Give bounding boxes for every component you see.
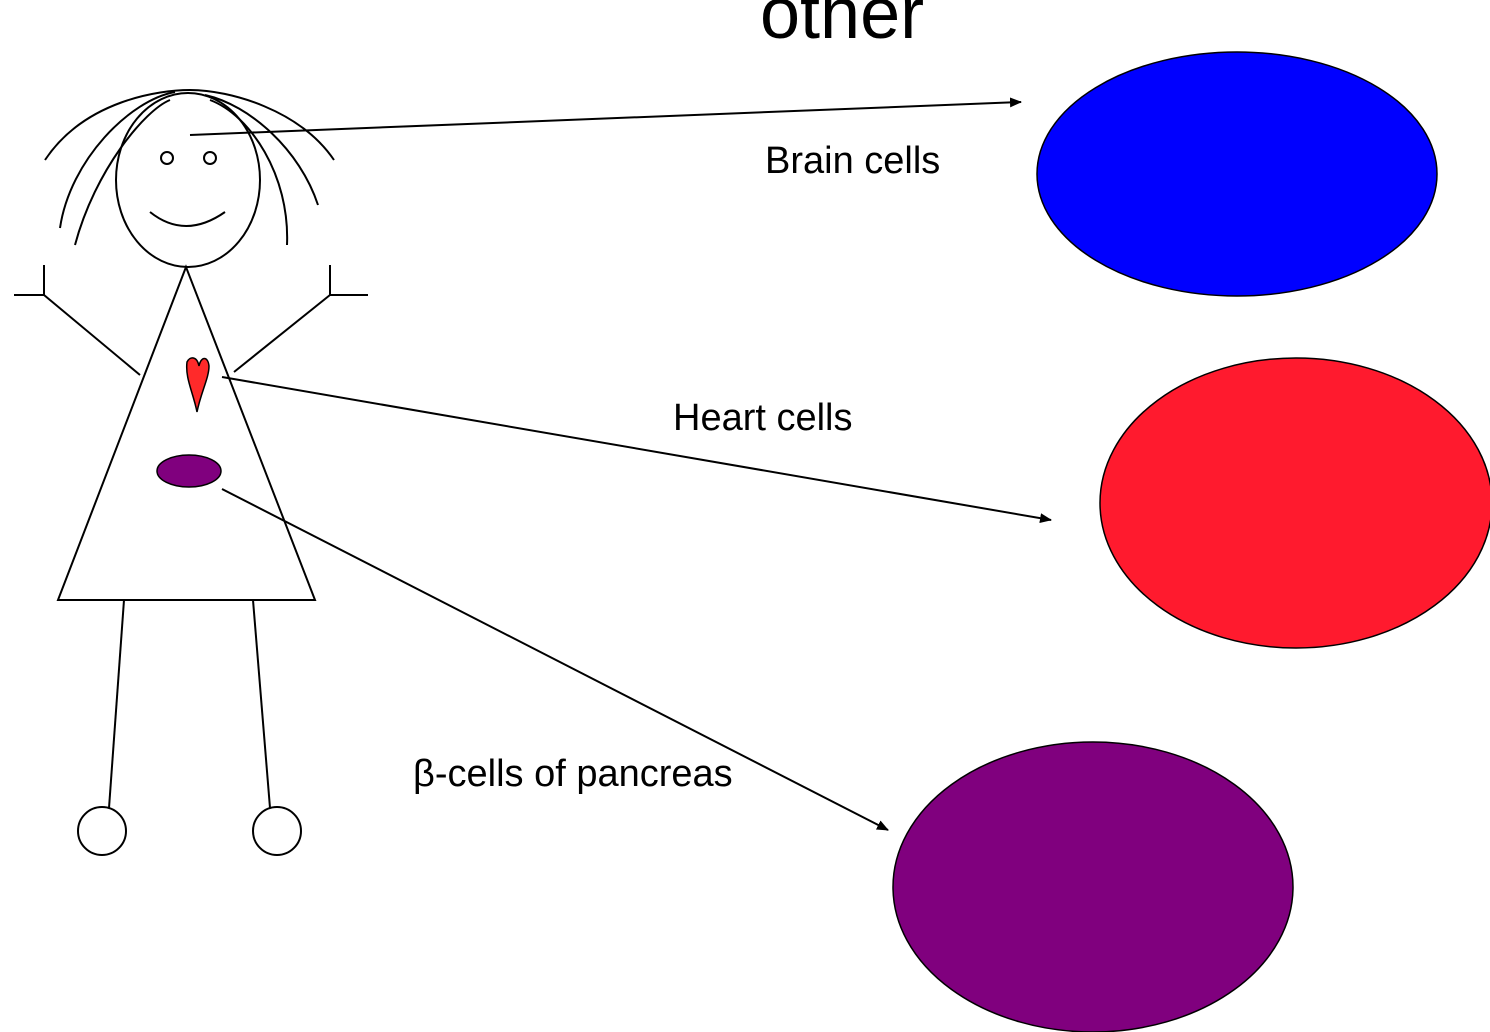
brain-cell (1037, 52, 1437, 296)
pancreas-cell (893, 742, 1293, 1032)
dress (58, 267, 315, 600)
right-foot (253, 807, 301, 855)
arrow-to-brain-cells (190, 102, 1021, 135)
pancreas-icon (157, 455, 221, 487)
brain-cells-label: Brain cells (765, 140, 940, 182)
slide-title: other (760, 0, 924, 54)
pancreas-cells-label: β-cells of pancreas (413, 753, 733, 795)
left-foot (78, 807, 126, 855)
left-eye (161, 152, 173, 164)
heart-cell (1100, 358, 1490, 648)
heart-icon (187, 358, 209, 412)
right-leg (253, 600, 270, 808)
hair (45, 90, 334, 245)
left-leg (109, 600, 124, 808)
smile (150, 212, 225, 226)
heart-cells-label: Heart cells (673, 397, 853, 439)
arrow-to-heart-cells (222, 377, 1051, 520)
right-eye (204, 152, 216, 164)
head (116, 93, 260, 267)
